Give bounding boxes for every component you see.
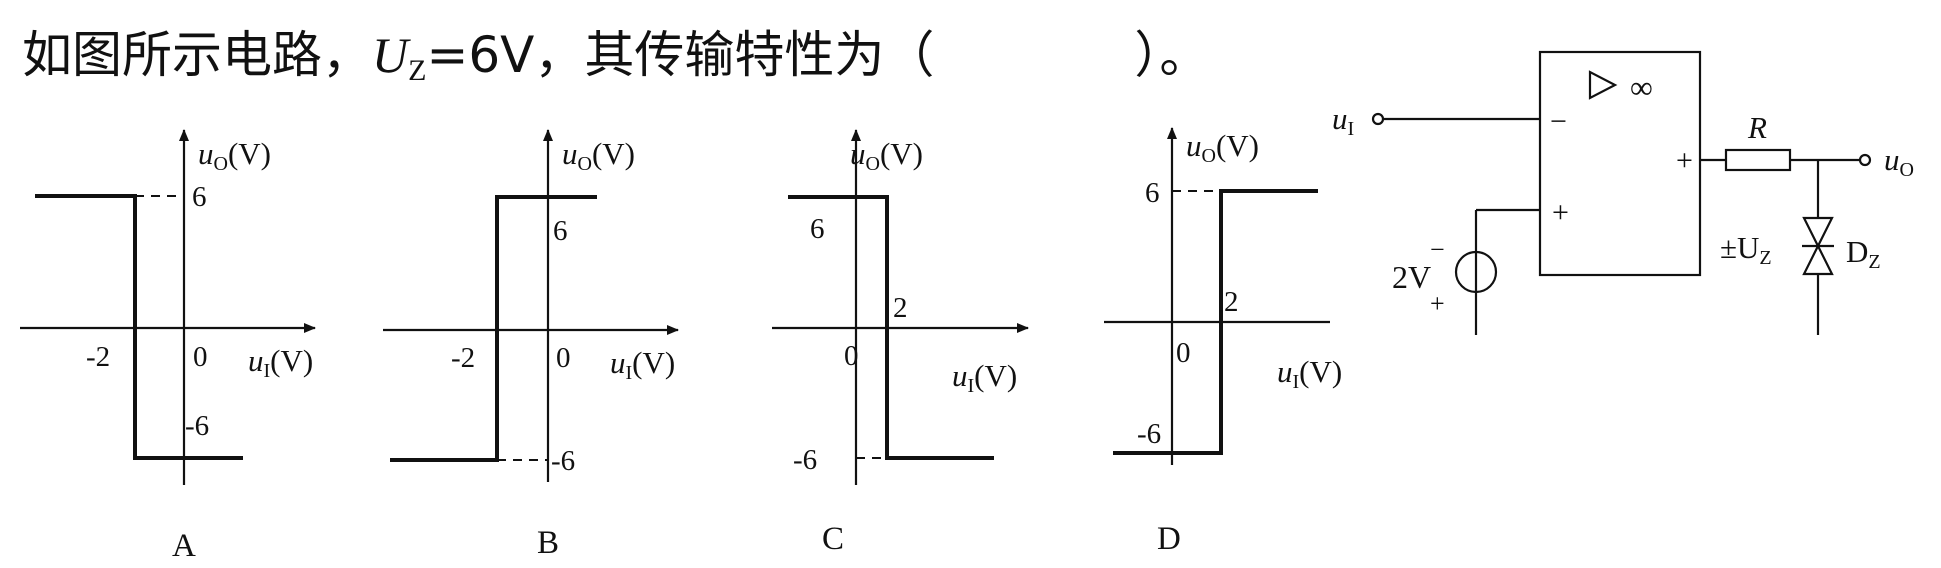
graph-c: uO(V) uI(V) 6 -6 2 0 C — [772, 129, 1029, 557]
tick-0: 0 — [193, 341, 208, 373]
source-plus: + — [1430, 289, 1445, 318]
x-axis-label: uI(V) — [1277, 354, 1342, 393]
output-terminal — [1858, 153, 1872, 167]
opamp-triangle-icon — [1588, 70, 1618, 100]
question-text: 如图所示电路，UZ=6V，其传输特性为（ ）。 — [22, 26, 1209, 87]
tick-0: 0 — [1176, 337, 1191, 369]
tick-neg2: -2 — [451, 342, 475, 374]
input-terminal — [1371, 112, 1385, 126]
graph-d: uO(V) uI(V) 6 -6 2 0 D — [1104, 127, 1342, 557]
source-minus: − — [1430, 235, 1445, 264]
source-value: 2V — [1392, 259, 1431, 295]
x-axis-label: uI(V) — [248, 343, 313, 382]
option-label: C — [822, 521, 844, 557]
transfer-curve — [1113, 189, 1318, 455]
infinity-symbol: ∞ — [1630, 69, 1653, 105]
tick-0: 0 — [556, 342, 571, 374]
tick-6: 6 — [1145, 177, 1160, 209]
option-label: D — [1157, 521, 1181, 557]
tick-6: 6 — [192, 181, 207, 213]
option-label: A — [172, 528, 196, 564]
output-sign: + — [1676, 144, 1693, 177]
tick-0: 0 — [844, 340, 859, 372]
opamp-box — [1538, 50, 1702, 277]
tick-neg6: -6 — [551, 445, 575, 477]
y-axis-label: uO(V) — [1186, 128, 1259, 167]
tick-2: 2 — [893, 292, 908, 324]
tick-neg6: -6 — [1137, 418, 1161, 450]
resistor — [1724, 148, 1792, 172]
inverting-sign: − — [1550, 105, 1567, 138]
transfer-curve — [35, 194, 243, 460]
graph-b: uO(V) uI(V) 6 -6 -2 0 B — [383, 129, 679, 561]
zener-upper-icon — [1802, 216, 1834, 249]
x-axis-label: uI(V) — [610, 345, 675, 384]
tick-6: 6 — [810, 213, 825, 245]
tick-neg2: -2 — [86, 341, 110, 373]
tick-6: 6 — [553, 215, 568, 247]
output-label: uO — [1884, 142, 1914, 181]
zener-voltage-label: ±UZ — [1720, 230, 1772, 269]
zener-lower-icon — [1802, 243, 1834, 276]
graph-a: uO(V) uI(V) 6 -6 -2 0 A — [20, 129, 316, 564]
diode-label: DZ — [1846, 234, 1881, 273]
y-axis-label: uO(V) — [850, 136, 923, 175]
resistor-label: R — [1747, 110, 1767, 145]
tick-2: 2 — [1224, 286, 1239, 318]
transfer-curve — [788, 195, 994, 460]
circuit-schematic: ∞ uI − + 2V − + + R uO ±UZ DZ — [1332, 50, 1914, 335]
x-axis-label: uI(V) — [952, 358, 1017, 397]
tick-neg6: -6 — [793, 444, 817, 476]
noninverting-sign: + — [1552, 196, 1569, 229]
tick-neg6: -6 — [185, 410, 209, 442]
y-axis-label: uO(V) — [198, 136, 271, 175]
input-label: uI — [1332, 101, 1354, 140]
option-label: B — [537, 525, 559, 561]
y-axis-label: uO(V) — [562, 136, 635, 175]
transfer-curve — [390, 195, 597, 462]
